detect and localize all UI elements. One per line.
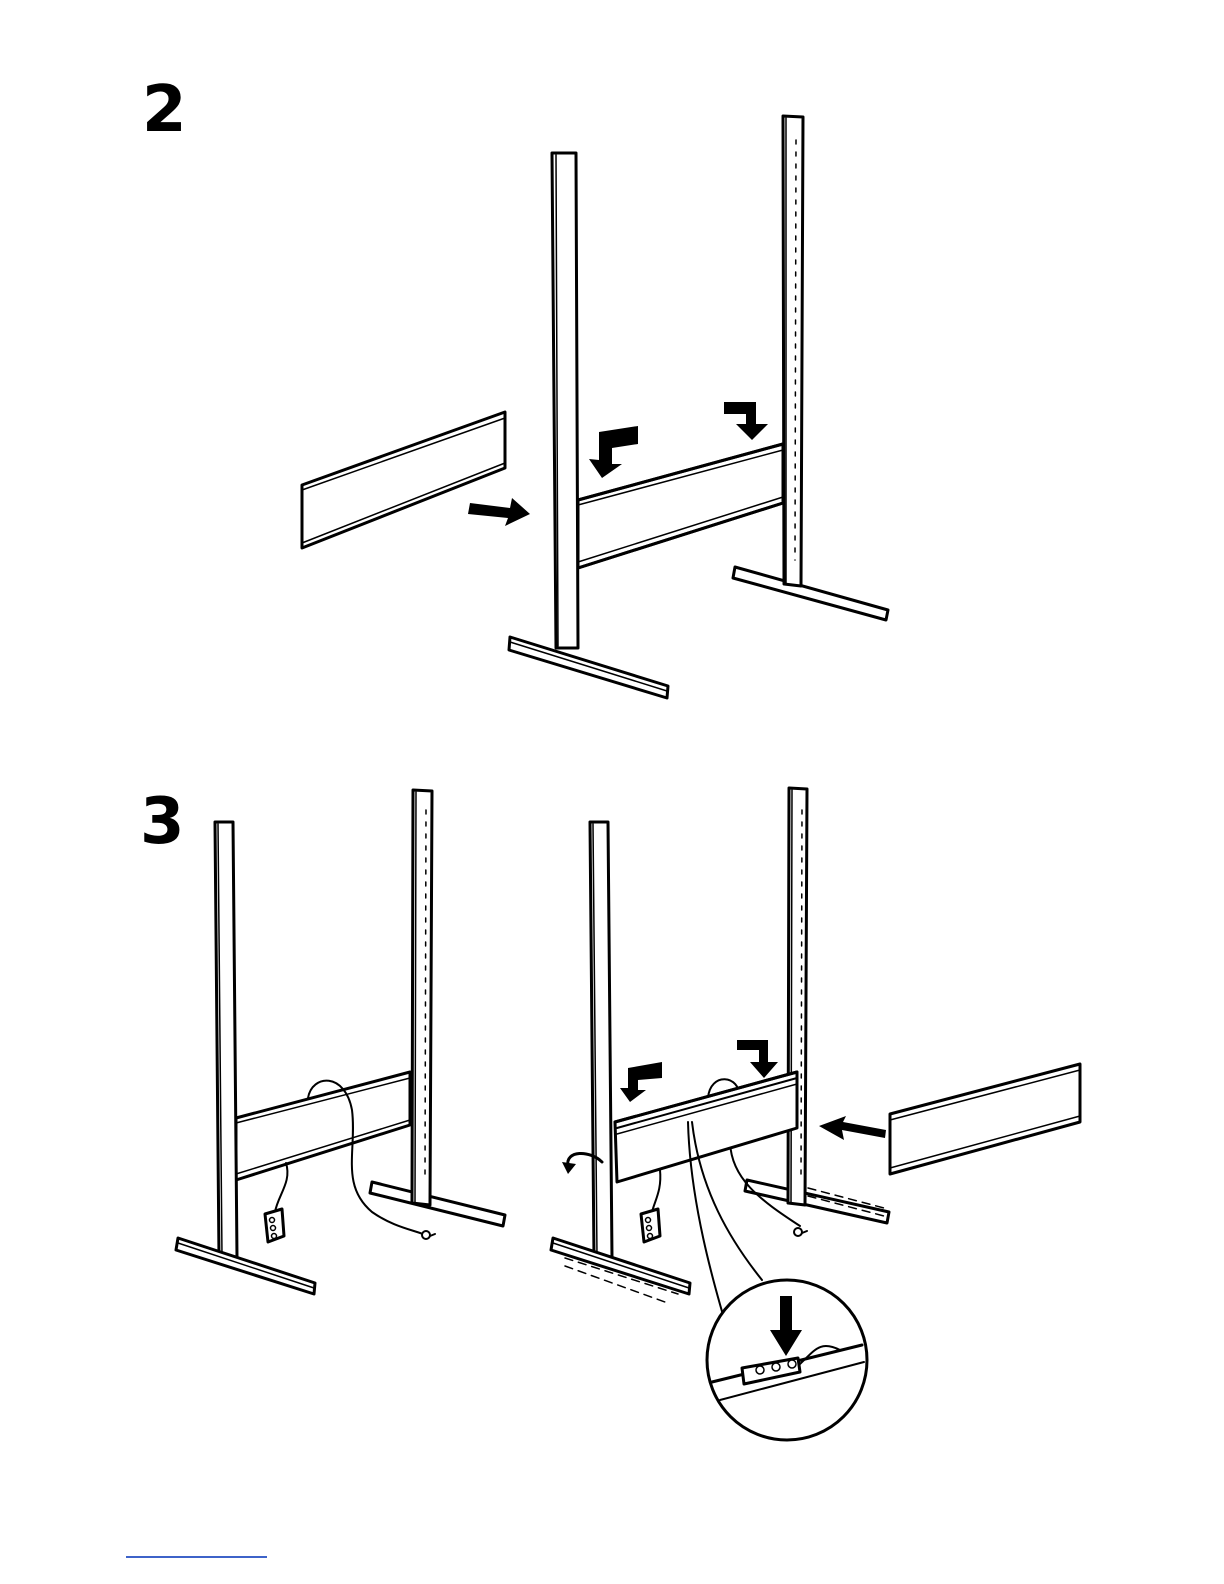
step3b-beam: [615, 1072, 797, 1182]
down-hook-arrow-icon: [724, 402, 768, 440]
down-hook-arrow-icon: [589, 426, 638, 478]
step-3-right-frame: [551, 788, 1080, 1440]
push-right-arrow-icon: [468, 498, 530, 526]
step3a-right-leg: [370, 790, 505, 1226]
plug-icon: [794, 1228, 807, 1236]
step-2-frame: [302, 116, 888, 698]
power-strip-icon: [641, 1209, 660, 1242]
step3b-left-leg: [551, 822, 690, 1302]
down-hook-arrow-icon: [620, 1062, 662, 1102]
step2-right-leg: [733, 116, 888, 620]
plug-icon: [422, 1231, 435, 1239]
step3a-left-leg: [176, 822, 315, 1294]
step-3-left-frame: [176, 790, 505, 1294]
step2-loose-beam: [302, 412, 505, 548]
step2-left-leg: [509, 153, 668, 698]
down-hook-arrow-icon: [737, 1040, 778, 1078]
push-left-arrow-icon: [819, 1116, 886, 1140]
step3a-beam: [236, 1072, 410, 1180]
power-strip-icon: [265, 1209, 284, 1242]
footer-rule: [126, 1556, 267, 1558]
step3b-loose-beam: [890, 1064, 1080, 1174]
step3b-right-leg: [745, 788, 889, 1223]
